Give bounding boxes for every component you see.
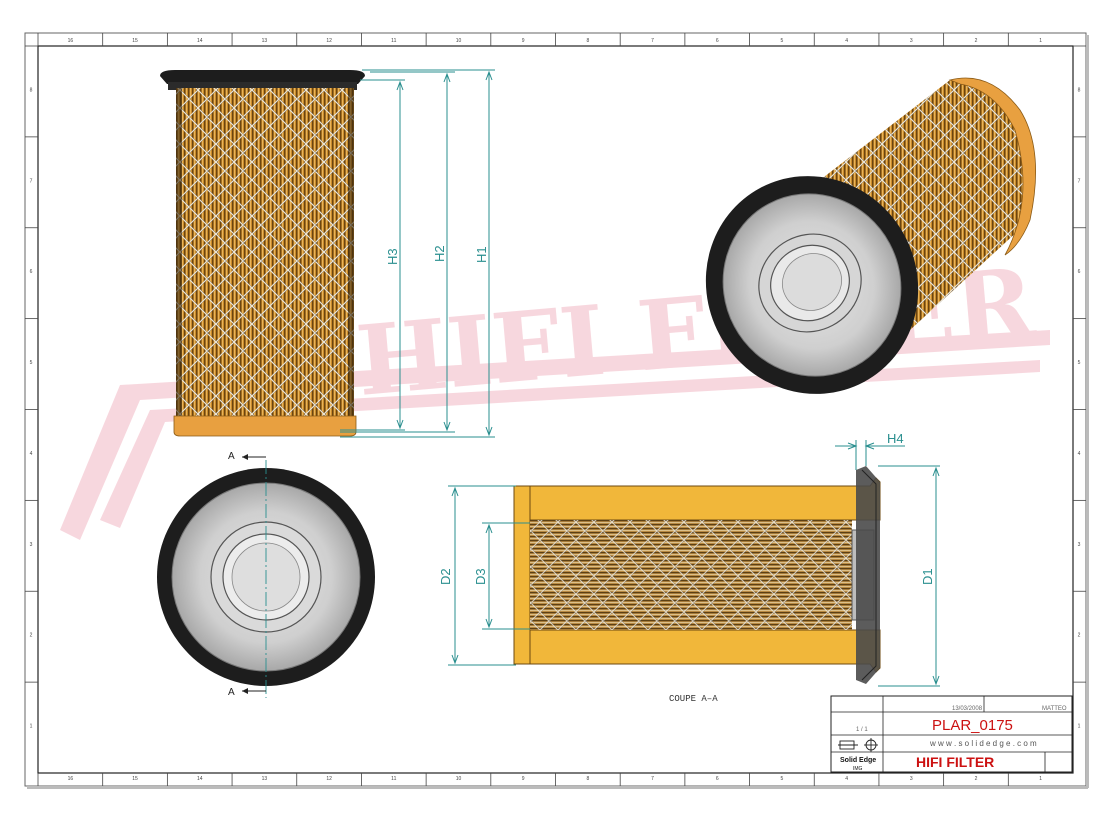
dim-d2-label: D2 [438,568,453,585]
zone-row-label: 8 [30,87,33,93]
zone-col-label: 3 [910,776,913,782]
zone-ticks [25,33,1086,786]
zone-col-label: 4 [845,776,848,782]
zone-col-label: 10 [456,776,462,782]
dim-d1-label: D1 [920,568,935,585]
title-website: w w w . s o l i d e d g e . c o m [929,739,1037,748]
zone-row-label: 3 [30,542,33,548]
title-part-number: PLAR_0175 [932,717,1013,734]
zone-col-label: 7 [651,38,654,44]
zone-col-label: 14 [197,38,203,44]
zone-col-label: 7 [651,776,654,782]
dim-h4-label: H4 [887,431,904,446]
zone-col-label: 9 [522,38,525,44]
title-date: 13/03/2008 [952,706,983,712]
dim-h3-label: H3 [385,248,400,265]
title-scale: 1 / 1 [856,727,868,733]
zone-col-label: 12 [326,38,332,44]
filter-front-view [160,70,365,437]
title-software-sub: IMG [853,766,863,772]
filter-section-view [513,466,881,684]
zone-col-label: 8 [586,776,589,782]
zone-col-label: 5 [781,776,784,782]
zone-row-label: 4 [1078,451,1081,457]
dim-h2-label: H2 [432,245,447,262]
zone-row-label: 4 [30,451,33,457]
zone-col-label: 1 [1039,776,1042,782]
zone-col-label: 15 [132,38,138,44]
zone-col-label: 1 [1039,38,1042,44]
zone-col-label: 2 [975,776,978,782]
zone-col-label: 14 [197,776,203,782]
zone-col-label: 13 [262,38,268,44]
title-software: Solid Edge [840,757,876,764]
zone-col-label: 5 [781,38,784,44]
zone-row-label: 5 [30,360,33,366]
zone-col-label: 6 [716,776,719,782]
dimension-h-set [340,69,495,438]
zone-row-label: 7 [1078,178,1081,184]
title-company: HIFI FILTER [916,754,994,770]
zone-col-label: 8 [586,38,589,44]
zone-col-label: 3 [910,38,913,44]
zone-row-label: 1 [1078,724,1081,730]
dim-h1-label: H1 [474,246,489,263]
section-marker-bottom: A [228,687,235,698]
zone-row-label: 2 [1078,633,1081,639]
section-label: COUPE A–A [669,694,718,704]
zone-col-label: 13 [262,776,268,782]
zone-col-label: 9 [522,776,525,782]
zone-col-label: 16 [68,38,74,44]
zone-col-label: 4 [845,38,848,44]
title-block [830,695,1073,773]
zone-col-label: 11 [391,776,396,782]
zone-row-label: 8 [1078,87,1081,93]
filter-end-view [157,454,375,698]
zone-col-label: 16 [68,776,74,782]
zone-row-label: 6 [30,269,33,275]
zone-row-label: 1 [30,724,33,730]
zone-col-label: 6 [716,38,719,44]
title-author: MATTEO [1042,706,1067,712]
filter-isometric-view [705,77,1037,394]
zone-col-label: 12 [326,776,332,782]
zone-col-label: 15 [132,776,138,782]
zone-col-label: 10 [456,38,462,44]
dimension-d-set [448,440,940,687]
zone-row-label: 7 [30,178,33,184]
zone-col-label: 2 [975,38,978,44]
dim-d3-label: D3 [473,568,488,585]
zone-row-label: 5 [1078,360,1081,366]
zone-row-label: 3 [1078,542,1081,548]
section-marker-top: A [228,451,235,462]
zone-col-label: 11 [391,38,396,44]
zone-row-label: 6 [1078,269,1081,275]
zone-labels: 1616151514141313121211111010998877665544… [30,38,1081,782]
zone-row-label: 2 [30,633,33,639]
